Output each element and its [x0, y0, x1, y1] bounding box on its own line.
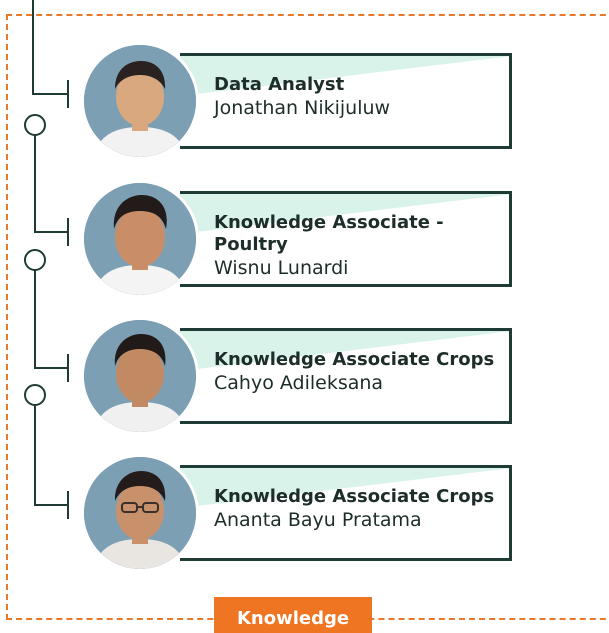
member-role: Data Analyst	[214, 74, 345, 95]
member-card: Knowledge Associate - Poultry Wisnu Luna…	[0, 183, 609, 303]
connector-line	[34, 405, 68, 506]
connector-line	[32, 0, 68, 95]
person-silhouette-icon	[84, 45, 196, 157]
portrait-photo	[84, 457, 196, 569]
member-role: Knowledge Associate Crops	[214, 486, 495, 507]
section-label: Knowledge	[214, 597, 372, 633]
member-info-box: Knowledge Associate Crops Ananta Bayu Pr…	[180, 465, 512, 561]
member-name: Ananta Bayu Pratama	[214, 509, 422, 531]
member-name: Jonathan Nikijuluw	[214, 97, 391, 119]
member-role: Knowledge Associate - Poultry	[214, 212, 444, 255]
person-silhouette-icon	[84, 320, 196, 432]
person-silhouette-icon	[84, 457, 196, 569]
connector-line	[34, 135, 68, 233]
member-info-box: Knowledge Associate - Poultry Wisnu Luna…	[180, 191, 512, 287]
portrait-photo	[84, 320, 196, 432]
member-card: Data Analyst Jonathan Nikijuluw	[0, 45, 609, 165]
portrait-photo	[84, 183, 196, 295]
connector-line	[34, 270, 68, 369]
member-name: Wisnu Lunardi	[214, 257, 349, 279]
portrait-photo	[84, 45, 196, 157]
person-silhouette-icon	[84, 183, 196, 295]
member-card: Knowledge Associate Crops Cahyo Adileksa…	[0, 320, 609, 440]
member-info-box: Knowledge Associate Crops Cahyo Adileksa…	[180, 328, 512, 424]
member-name: Cahyo Adileksana	[214, 372, 384, 394]
member-info-box: Data Analyst Jonathan Nikijuluw	[180, 53, 512, 149]
member-role: Knowledge Associate Crops	[214, 349, 495, 370]
member-card: Knowledge Associate Crops Ananta Bayu Pr…	[0, 457, 609, 577]
